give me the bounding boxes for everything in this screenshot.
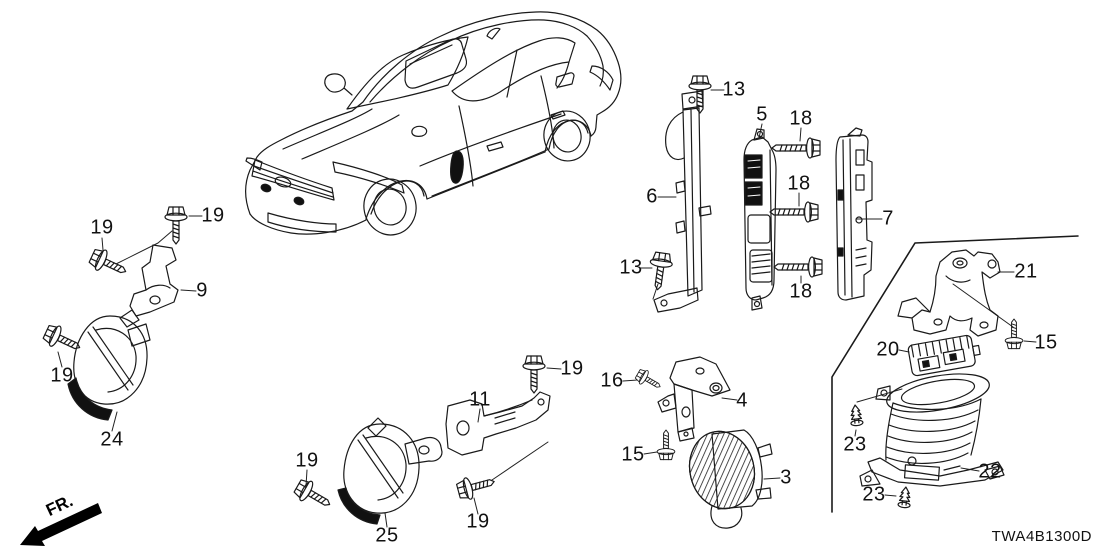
leader-lines	[57, 89, 1037, 528]
callout-part-18[interactable]: 18	[789, 280, 813, 303]
callout-part-19[interactable]: 19	[295, 449, 319, 472]
clip-23-icon	[848, 403, 864, 427]
bracket-part-4	[657, 356, 731, 442]
callout-part-13[interactable]: 13	[722, 78, 746, 101]
callout-part-16[interactable]: 16	[600, 369, 624, 392]
callout-part-20[interactable]: 20	[876, 338, 900, 361]
callout-part-19[interactable]: 19	[560, 357, 584, 380]
control-module-part-5	[743, 128, 777, 311]
bracket-part-11	[445, 391, 551, 456]
callout-part-13[interactable]: 13	[619, 256, 643, 279]
callout-part-23[interactable]: 23	[843, 433, 867, 456]
flange-bolt-19-icon	[454, 470, 498, 503]
sounder-part-22	[859, 373, 1005, 487]
callout-part-18[interactable]: 18	[789, 107, 813, 130]
section-boundary-line	[831, 235, 1079, 513]
callout-part-9[interactable]: 9	[196, 279, 208, 302]
callout-part-4[interactable]: 4	[736, 389, 748, 412]
screw-15-icon	[656, 429, 676, 461]
callout-part-11[interactable]: 11	[469, 388, 491, 411]
callout-part-23[interactable]: 23	[862, 483, 886, 506]
callout-part-5[interactable]: 5	[756, 103, 768, 126]
callout-part-22[interactable]: 22	[978, 460, 1002, 483]
hex-bolt-18-icon	[773, 256, 823, 278]
flange-bolt-19-icon	[522, 355, 546, 394]
module-part-20	[907, 334, 981, 377]
car-illustration	[244, 11, 622, 236]
bracket-part-9	[129, 244, 179, 317]
flange-bolt-19-icon	[164, 206, 188, 245]
horn-low-part-24	[67, 309, 151, 421]
speaker-part-3	[688, 429, 773, 529]
callout-part-21[interactable]: 21	[1014, 260, 1038, 283]
callout-part-24[interactable]: 24	[100, 428, 124, 451]
callout-part-15[interactable]: 15	[1034, 331, 1058, 354]
callout-part-19[interactable]: 19	[50, 364, 74, 387]
callout-part-7[interactable]: 7	[882, 207, 894, 230]
flange-bolt-19-icon	[40, 321, 85, 359]
screw-16-icon	[633, 366, 665, 394]
diagram-code: TWA4B1300D	[991, 528, 1092, 545]
callout-part-18[interactable]: 18	[787, 172, 811, 195]
callout-part-19[interactable]: 19	[90, 216, 114, 239]
callout-part-19[interactable]: 19	[201, 204, 225, 227]
hex-bolt-18-icon	[769, 201, 819, 223]
bracket-part-21	[897, 249, 1001, 337]
clip-23-icon	[897, 485, 913, 509]
callout-part-3[interactable]: 3	[780, 466, 792, 489]
callout-part-19[interactable]: 19	[466, 510, 490, 533]
horn-high-part-25	[337, 417, 443, 525]
hex-bolt-18-icon	[771, 137, 821, 159]
flange-bolt-13-icon	[646, 250, 675, 292]
control-module-part-7	[835, 127, 873, 301]
callout-part-15[interactable]: 15	[621, 443, 645, 466]
callout-part-25[interactable]: 25	[375, 524, 399, 547]
callout-part-6[interactable]: 6	[646, 185, 658, 208]
flange-bolt-19-icon	[291, 475, 336, 515]
fr-arrow-icon	[20, 503, 102, 546]
bracket-part-6	[653, 90, 712, 313]
fasteners	[40, 75, 1024, 515]
flange-bolt-19-icon	[86, 245, 131, 283]
